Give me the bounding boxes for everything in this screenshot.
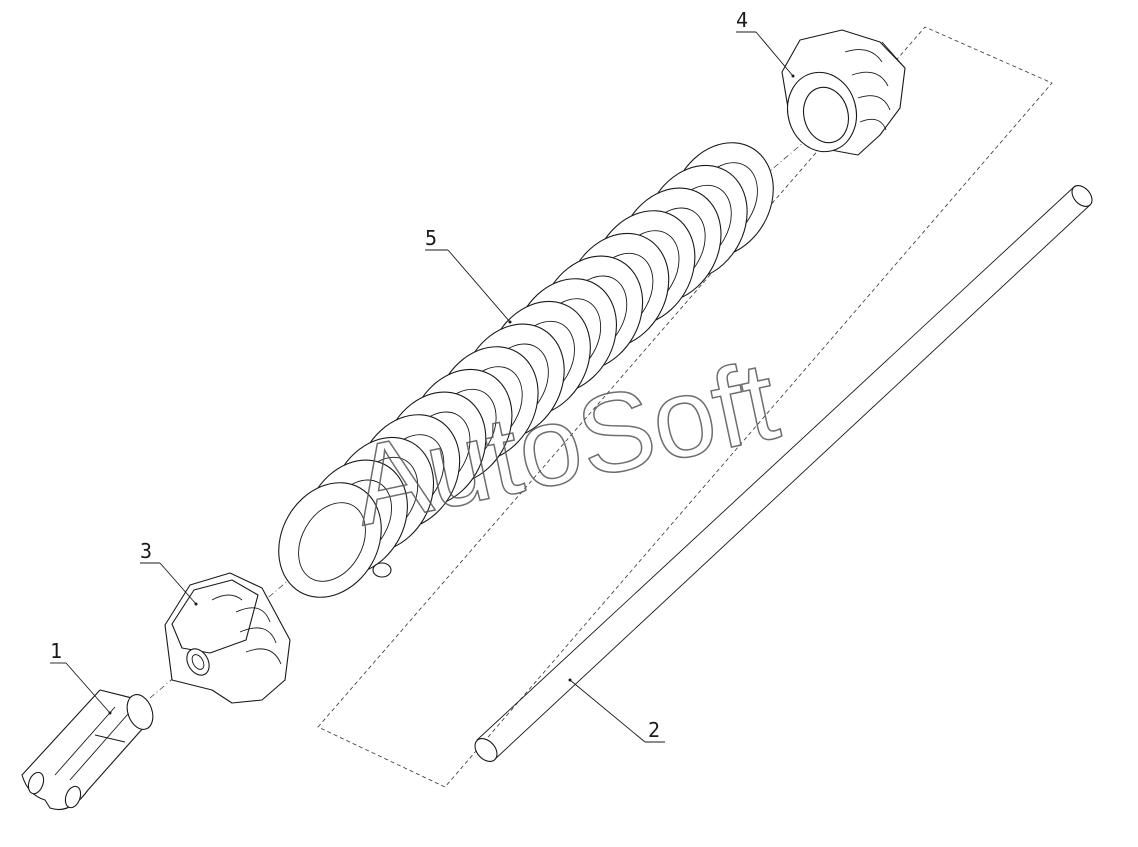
callout-3: 3 [140,539,198,606]
callout-1-label: 1 [50,639,62,663]
rod-part-2 [474,185,1093,762]
callout-2-label: 2 [648,718,660,742]
spring-seat-part-4 [781,29,906,156]
callout-5: 5 [425,226,512,324]
callout-5-label: 5 [425,226,437,250]
clevis-part-1 [21,689,154,811]
callout-3-label: 3 [140,539,152,563]
spring-wire-end [372,562,392,578]
callout-1: 1 [50,639,112,715]
spring-coil [278,482,382,598]
coil-spring-part-5 [278,142,774,598]
callout-4: 4 [736,8,795,78]
spring-coil-inner [298,502,366,582]
callout-4-label: 4 [736,8,748,32]
spring-seat-part-3 [164,572,291,704]
callout-2: 2 [568,678,665,743]
